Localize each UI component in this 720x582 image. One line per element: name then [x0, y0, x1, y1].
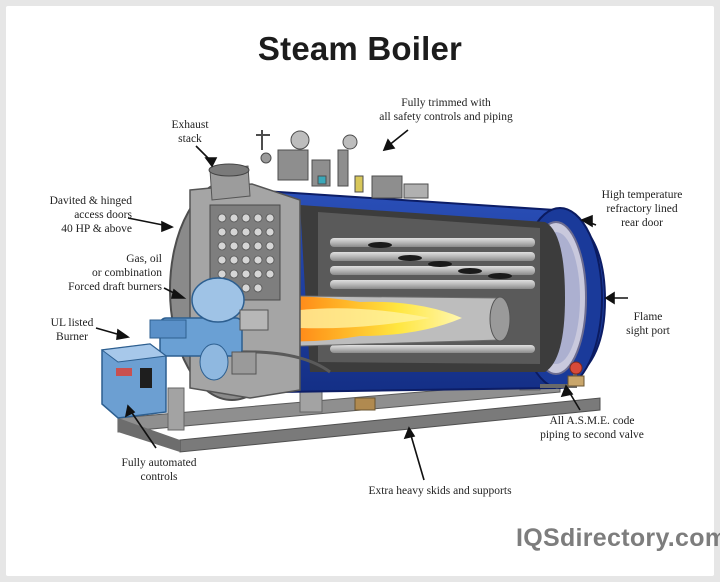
- boiler-shell: [246, 188, 607, 394]
- label-davited-doors: Davited & hinged access doors 40 HP & ab…: [49, 195, 132, 235]
- label-asme-piping: All A.S.M.E. code piping to second valve: [540, 415, 644, 441]
- burner-assembly: [149, 277, 269, 381]
- diagram-title: Steam Boiler: [257, 30, 463, 67]
- exhaust-stack-shape: [208, 163, 251, 201]
- label-automated-controls: Fully automated controls: [121, 457, 197, 483]
- label-exhaust-stack: Exhaust stack: [171, 119, 209, 145]
- label-high-temp-door: High temperature refractory lined rear d…: [601, 189, 683, 229]
- label-flame-sight-port: Flame sight port: [626, 311, 670, 337]
- control-panel: [100, 343, 168, 419]
- valve-piping: [354, 361, 585, 411]
- label-fully-trimmed: Fully trimmed with all safety controls a…: [379, 97, 513, 123]
- label-ul-burner: UL listed Burner: [50, 317, 94, 343]
- top-controls: [256, 130, 429, 199]
- brand-watermark: IQSdirectory.com: [516, 524, 720, 552]
- fire-tubes: [330, 238, 535, 353]
- burner-flame: [248, 296, 462, 342]
- label-skids-supports: Extra heavy skids and supports: [368, 485, 512, 497]
- label-gas-oil-burners: Gas, oil or combination Forced draft bur…: [68, 253, 162, 293]
- leader-lines: [95, 129, 628, 481]
